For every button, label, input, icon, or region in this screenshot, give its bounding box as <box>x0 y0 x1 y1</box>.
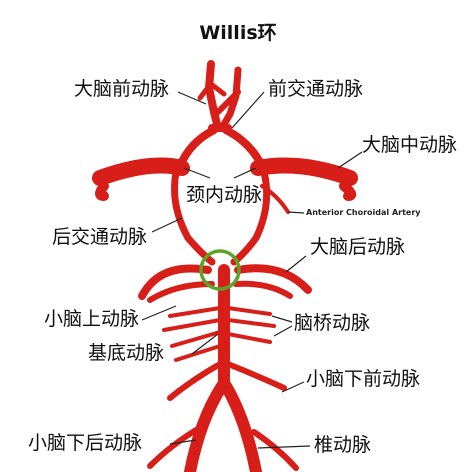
leader-pontine-1 <box>271 315 293 323</box>
label-anterior-inferior-cerebellar: 小脑下前动脉 <box>306 368 421 390</box>
posterior-cerebral-right <box>234 264 312 294</box>
diagram-title: Willis环 <box>199 22 277 44</box>
vertebral-left <box>184 380 228 472</box>
middle-cerebral-left <box>92 157 190 186</box>
pontine-left-1 <box>168 306 222 318</box>
label-posterior-inferior-cerebellar: 小脑下后动脉 <box>28 432 143 454</box>
pontine-right-1 <box>226 306 272 316</box>
label-posterior-cerebral: 大脑后动脉 <box>310 236 406 258</box>
leader-internal-carotid-left <box>183 167 211 179</box>
posterior-communicating-left <box>171 168 216 266</box>
pontine-left-3 <box>170 330 222 348</box>
label-basilar: 基底动脉 <box>88 342 165 364</box>
anterior-inferior-cerebellar-right <box>225 361 287 391</box>
anterior-cerebral-right-vessel <box>218 66 242 132</box>
pontine-right-3 <box>226 332 272 344</box>
highlight-circle <box>199 249 241 291</box>
superior-cerebellar-right <box>233 280 293 299</box>
superior-cerebellar-left <box>147 281 215 303</box>
anterior-cerebral-trunk <box>205 60 222 132</box>
pontine-left-4 <box>174 344 222 362</box>
label-pontine: 脑桥动脉 <box>294 312 371 334</box>
anterior-cerebral-branch-right <box>208 81 227 97</box>
middle-cerebral-left-knob <box>95 181 109 201</box>
label-internal-carotid: 颈内动脉 <box>186 184 263 206</box>
leader-superior-cerebellar <box>141 305 177 321</box>
leader-anterior-inferior-cerebellar <box>281 381 305 393</box>
posterior-inferior-cerebellar-right <box>251 429 299 471</box>
label-superior-cerebellar: 小脑上动脉 <box>44 308 140 330</box>
anterior-arch-left <box>176 126 218 170</box>
leader-basilar <box>191 333 219 355</box>
middle-cerebral-right-knob <box>339 181 357 201</box>
anterior-choroidal-branch <box>260 184 290 214</box>
pontine-left-2 <box>162 318 222 332</box>
leader-vertebral <box>257 445 311 449</box>
label-anterior-communicating: 前交通动脉 <box>268 78 364 100</box>
leader-pontine-2 <box>273 325 293 337</box>
leader-posterior-communicating <box>151 217 183 233</box>
anterior-inferior-cerebellar-left <box>167 361 223 401</box>
leader-posterior-cerebral <box>285 255 307 273</box>
posterior-cerebral-left <box>138 264 212 300</box>
leader-posterior-inferior-cerebellar <box>169 439 197 445</box>
label-anterior-choroidal: Anterior Choroidal Artery <box>306 208 421 217</box>
vertebral-right <box>220 380 262 472</box>
leader-anterior-choroidal <box>287 211 305 214</box>
label-vertebral: 椎动脉 <box>314 434 372 456</box>
posterior-inferior-cerebellar-left <box>147 427 199 469</box>
middle-cerebral-right <box>250 157 358 186</box>
leader-anterior-communicating <box>231 91 265 129</box>
label-posterior-communicating: 后交通动脉 <box>52 226 148 248</box>
label-anterior-cerebral: 大脑前动脉 <box>74 78 170 100</box>
pontine-right-2 <box>226 318 276 328</box>
leader-anterior-cerebral <box>177 91 207 105</box>
anterior-cerebral-branch-left <box>197 83 212 101</box>
leader-middle-cerebral <box>337 151 363 169</box>
label-middle-cerebral: 大脑中动脉 <box>362 134 458 156</box>
leader-internal-carotid-right <box>233 167 257 179</box>
